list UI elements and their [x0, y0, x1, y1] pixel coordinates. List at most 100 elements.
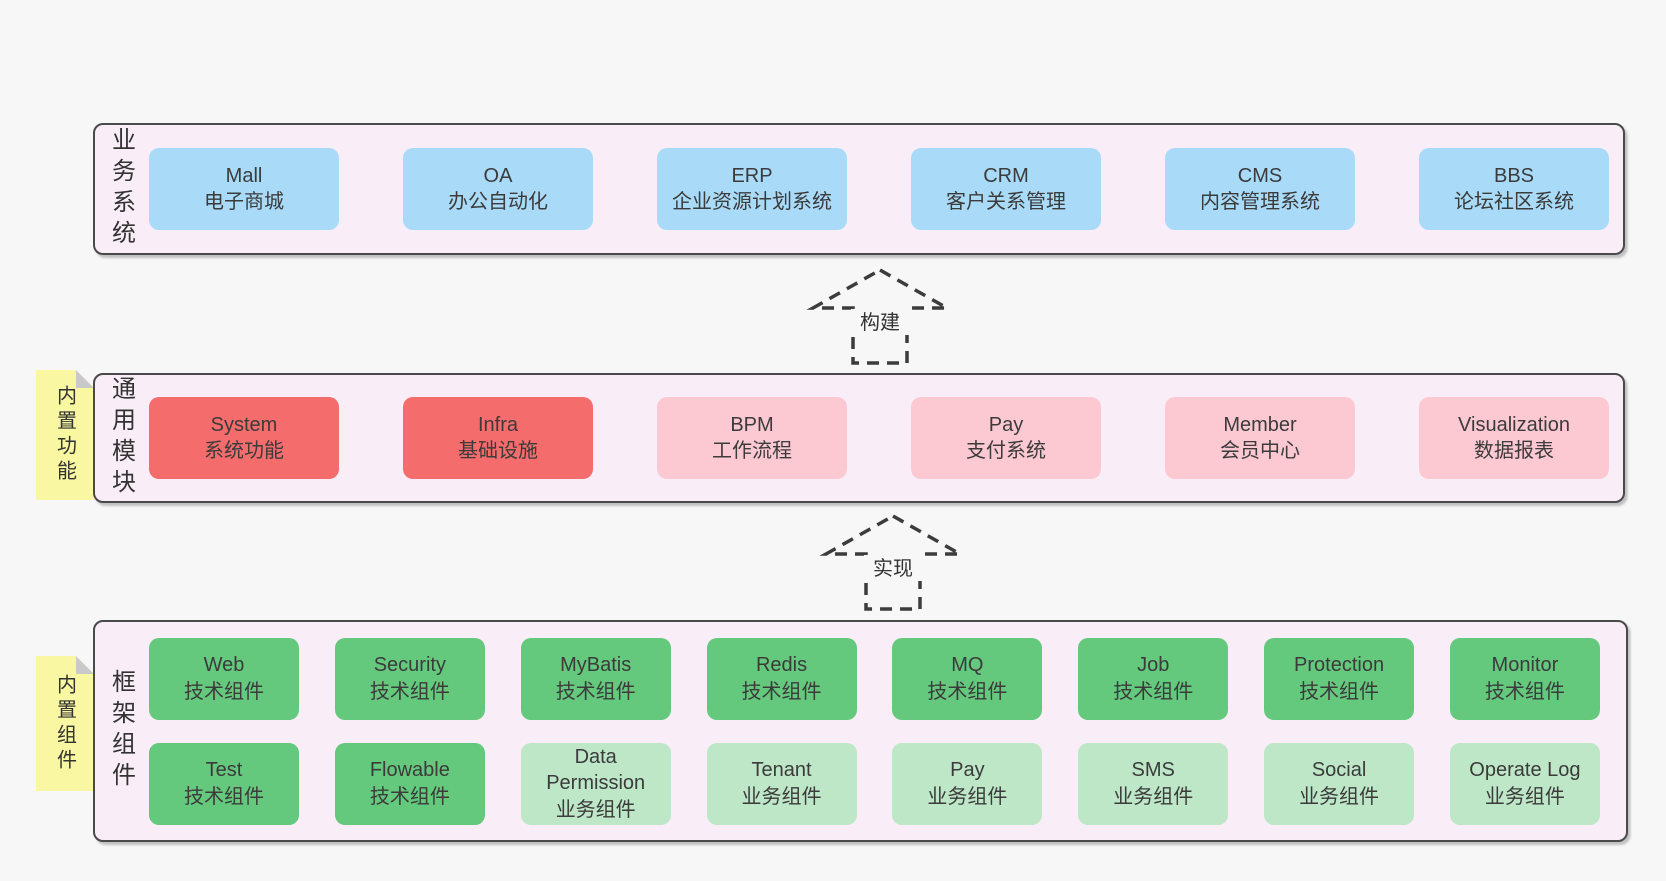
framework-box-data-permission: Data Permission 业务组件: [520, 742, 671, 825]
box-subtitle: 会员中心: [1220, 440, 1300, 462]
framework-row-2: Test 技术组件 Flowable 技术组件 Data Permission …: [149, 742, 1600, 825]
business-box-crm: CRM 客户关系管理: [911, 148, 1101, 230]
box-title: Social: [1311, 759, 1367, 782]
module-box-system: System 系统功能: [149, 397, 339, 479]
box-subtitle: 技术组件: [927, 680, 1008, 703]
box-subtitle: 业务组件: [1299, 785, 1380, 808]
box-title: Protection: [1294, 654, 1385, 677]
box-title: Pay: [950, 759, 985, 782]
box-title: CRM: [983, 164, 1029, 187]
panel-label-common-modules: 通用模块: [107, 376, 135, 500]
sticky-note-built-in-features: 内置功能: [36, 370, 94, 500]
box-title: Flowable: [369, 759, 450, 782]
framework-box-protection: Protection 技术组件: [1264, 637, 1415, 720]
framework-box-grid: Web 技术组件 Security 技术组件 MyBatis 技术组件 Redi…: [147, 622, 1626, 840]
framework-box-pay: Pay 业务组件: [892, 742, 1043, 825]
box-subtitle: 业务组件: [555, 798, 636, 821]
box-title: Job: [1137, 654, 1170, 677]
box-subtitle: 技术组件: [1113, 680, 1194, 703]
framework-box-test: Test 技术组件: [149, 742, 299, 825]
framework-row-1: Web 技术组件 Security 技术组件 MyBatis 技术组件 Redi…: [149, 637, 1600, 720]
arrow-label-bg: [864, 555, 922, 581]
up-arrow-icon: [806, 267, 954, 365]
module-box-pay: Pay 支付系统: [911, 397, 1101, 479]
sticky-note-text: 内置功能: [53, 385, 76, 485]
business-box-bbs: BBS 论坛社区系统: [1419, 148, 1609, 230]
box-subtitle: 论坛社区系统: [1454, 191, 1574, 213]
box-subtitle: 支付系统: [966, 440, 1046, 462]
box-title: Visualization: [1458, 413, 1570, 436]
box-title: OA: [483, 164, 513, 187]
box-subtitle: 办公自动化: [448, 191, 548, 213]
panel-label-framework-components: 框架组件: [107, 669, 135, 793]
framework-box-job: Job 技术组件: [1078, 637, 1229, 720]
framework-box-flowable: Flowable 技术组件: [334, 742, 485, 825]
box-subtitle: 技术组件: [184, 785, 264, 808]
folded-corner-icon: [76, 656, 94, 674]
box-subtitle: 业务组件: [1113, 785, 1194, 808]
box-title: BPM: [730, 413, 774, 436]
framework-box-operate-log: Operate Log 业务组件: [1449, 742, 1600, 825]
box-title: Test: [205, 759, 243, 782]
build-arrow: 构建: [806, 267, 954, 365]
box-title: Operate Log: [1469, 759, 1581, 782]
business-box-cms: CMS 内容管理系统: [1165, 148, 1355, 230]
box-subtitle: 客户关系管理: [946, 191, 1066, 213]
box-subtitle: 业务组件: [1484, 785, 1565, 808]
framework-box-sms: SMS 业务组件: [1078, 742, 1229, 825]
framework-box-social: Social 业务组件: [1264, 742, 1415, 825]
box-title: Data Permission: [546, 745, 646, 795]
box-subtitle: 企业资源计划系统: [672, 191, 832, 213]
business-box-erp: ERP 企业资源计划系统: [657, 148, 847, 230]
module-box-visualization: Visualization 数据报表: [1419, 397, 1609, 479]
framework-box-monitor: Monitor 技术组件: [1449, 637, 1600, 720]
box-title: System: [210, 413, 278, 436]
box-subtitle: 数据报表: [1474, 440, 1554, 462]
box-title: Monitor: [1491, 654, 1559, 677]
framework-box-tenant: Tenant 业务组件: [706, 742, 857, 825]
module-box-infra: Infra 基础设施: [403, 397, 593, 479]
framework-box-web: Web 技术组件: [149, 637, 299, 720]
box-subtitle: 技术组件: [555, 680, 636, 703]
sticky-note-text: 内置组件: [53, 673, 76, 774]
box-title: SMS: [1131, 759, 1175, 782]
panel-business-systems: 业务系统 Mall 电子商城 OA 办公自动化 ERP 企业资源计划系统 CRM…: [93, 123, 1625, 255]
box-subtitle: 技术组件: [1299, 680, 1380, 703]
box-title: BBS: [1493, 164, 1535, 187]
framework-box-mybatis: MyBatis 技术组件: [520, 637, 671, 720]
panel-framework-components: 框架组件 Web 技术组件 Security 技术组件 MyBatis 技术组件…: [93, 620, 1628, 842]
sticky-note-built-in-components: 内置组件: [36, 656, 94, 791]
module-box-member: Member 会员中心: [1165, 397, 1355, 479]
box-title: Infra: [477, 413, 519, 436]
box-subtitle: 基础设施: [458, 440, 538, 462]
box-title: Pay: [988, 413, 1024, 436]
box-subtitle: 技术组件: [741, 680, 822, 703]
business-box-row: Mall 电子商城 OA 办公自动化 ERP 企业资源计划系统 CRM 客户关系…: [147, 125, 1623, 253]
box-title: Security: [373, 654, 446, 677]
box-subtitle: 技术组件: [1484, 680, 1565, 703]
box-subtitle: 技术组件: [369, 785, 450, 808]
arrow-label: 构建: [860, 311, 900, 334]
box-subtitle: 系统功能: [204, 440, 284, 462]
arrow-label: 实现: [873, 557, 913, 580]
box-subtitle: 业务组件: [741, 785, 822, 808]
box-title: CMS: [1237, 164, 1283, 187]
box-subtitle: 业务组件: [927, 785, 1008, 808]
box-title: Tenant: [751, 759, 812, 782]
folded-corner-icon: [76, 370, 94, 388]
business-box-mall: Mall 电子商城: [149, 148, 339, 230]
module-box-bpm: BPM 工作流程: [657, 397, 847, 479]
box-subtitle: 内容管理系统: [1200, 191, 1320, 213]
box-title: Redis: [755, 654, 808, 677]
box-subtitle: 技术组件: [184, 680, 264, 703]
up-arrow-icon: [819, 513, 967, 611]
framework-box-mq: MQ 技术组件: [892, 637, 1043, 720]
arrow-label-bg: [851, 309, 909, 335]
framework-box-security: Security 技术组件: [334, 637, 485, 720]
business-box-oa: OA 办公自动化: [403, 148, 593, 230]
module-box-row: System 系统功能 Infra 基础设施 BPM 工作流程 Pay 支付系统…: [147, 375, 1623, 501]
box-subtitle: 电子商城: [204, 191, 284, 213]
box-subtitle: 技术组件: [369, 680, 450, 703]
box-title: MyBatis: [560, 654, 632, 677]
framework-box-redis: Redis 技术组件: [706, 637, 857, 720]
